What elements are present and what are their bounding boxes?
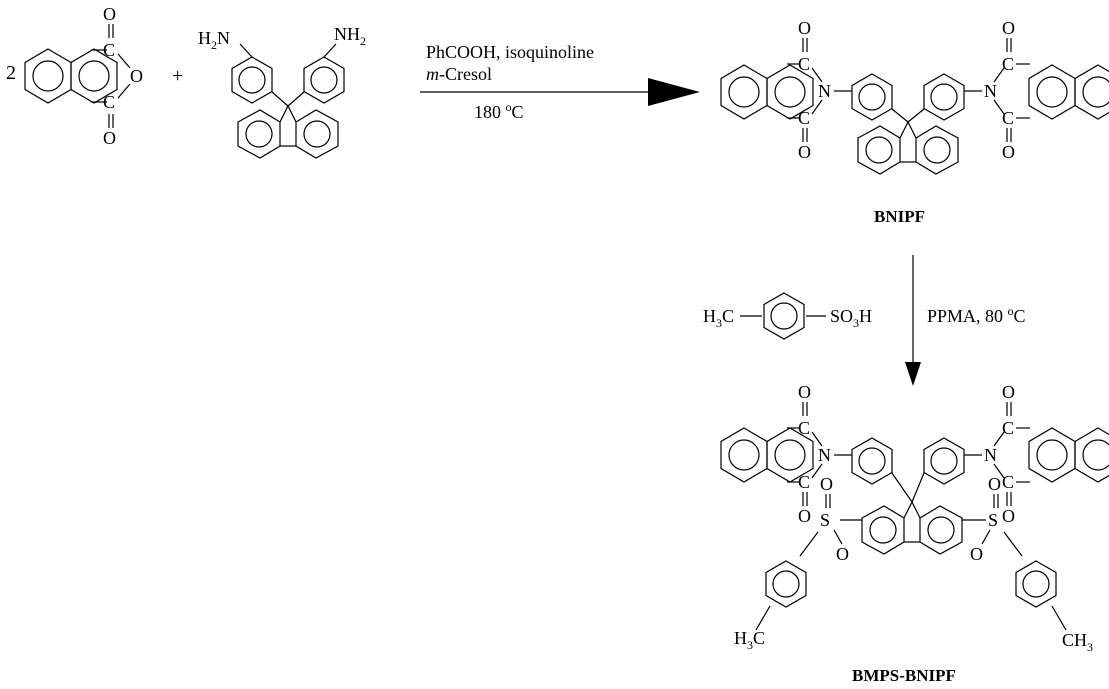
atom-c: C [1002, 54, 1014, 74]
reaction-temperature: 180 oC [474, 100, 524, 122]
plus-sign: + [172, 65, 183, 87]
atom-o: O [1002, 142, 1015, 162]
atom-o: O [103, 4, 116, 24]
atom-c: C [1002, 108, 1014, 128]
bis-aminophenyl-fluorene: H2N NH2 [198, 24, 366, 159]
reaction-arrow-1 [420, 78, 700, 106]
atom-o: O [798, 18, 811, 38]
svg-text:H3C: H3C [703, 306, 734, 330]
atom-o: O [1002, 18, 1015, 38]
atom-o: O [970, 544, 983, 564]
methyl-left: H3C [734, 628, 765, 652]
amine-left: H2N [198, 28, 230, 52]
product1-label: BNIPF [874, 207, 925, 226]
reagents-line2: m-Cresol [426, 64, 492, 84]
atom-c: C [798, 108, 810, 128]
atom-c: C [1002, 472, 1014, 492]
atom-o: O [1002, 506, 1015, 526]
atom-o: O [798, 142, 811, 162]
atom-n: N [818, 445, 831, 465]
atom-o: O [798, 506, 811, 526]
atom-o: O [836, 544, 849, 564]
product2-label: BMPS-BNIPF [852, 666, 956, 685]
amine-right: NH2 [334, 24, 366, 48]
product-bmps-bnipf: C C O O N N C C O O S O O H3 [720, 382, 1109, 654]
reaction-condition: PPMA, 80 oC [927, 304, 1026, 326]
svg-text:SO3H: SO3H [830, 306, 872, 330]
atom-c: C [103, 40, 115, 60]
atom-c: C [798, 472, 810, 492]
atom-n: N [984, 445, 997, 465]
atom-o: O [130, 66, 143, 86]
atom-o: O [103, 128, 116, 148]
atom-n: N [818, 81, 831, 101]
reagents-line1: PhCOOH, isoquinoline [426, 42, 594, 62]
product-bnipf: C C O O N N C C O O [720, 18, 1109, 175]
atom-c: C [798, 418, 810, 438]
atom-s: S [988, 510, 998, 530]
reaction-arrow-2 [905, 255, 921, 386]
atom-o: O [988, 474, 1001, 494]
atom-o: O [1002, 382, 1015, 402]
coefficient: 2 [6, 62, 16, 84]
atom-o: O [798, 382, 811, 402]
atom-c: C [103, 92, 115, 112]
methyl-right: CH3 [1062, 630, 1093, 654]
atom-o: O [820, 474, 833, 494]
naphthalic-anhydride: C C O O O [24, 4, 143, 148]
atom-n: N [984, 81, 997, 101]
sulfonic-acid-reagent: H3C SO3H [703, 292, 872, 340]
atom-s: S [820, 510, 830, 530]
atom-c: C [798, 54, 810, 74]
atom-c: C [1002, 418, 1014, 438]
